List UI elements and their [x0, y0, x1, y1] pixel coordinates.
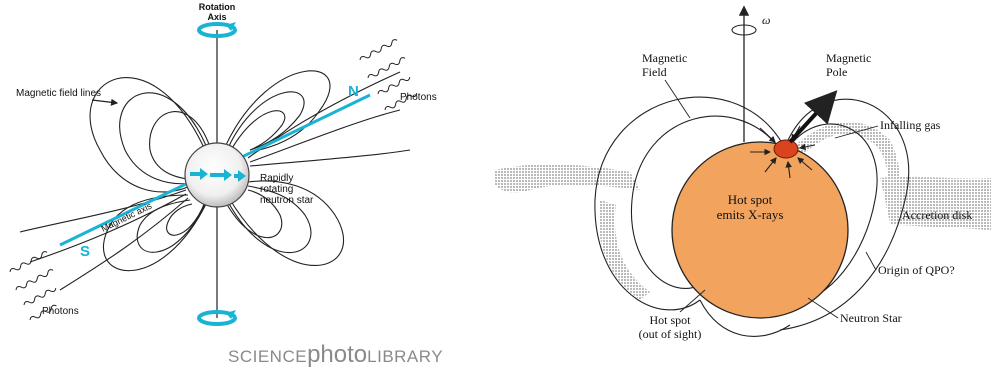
hidden-hot-spot-label-2: (out of sight) [639, 327, 702, 341]
star-label-2: rotating [260, 184, 293, 195]
neutron-star [672, 142, 848, 318]
watermark-science: SCIENCE [228, 347, 307, 366]
neutron-star-label: Neutron Star [840, 311, 902, 325]
north-pole-label: N [348, 83, 359, 100]
watermark-library: LIBRARY [367, 347, 443, 366]
south-pole-label: S [80, 243, 90, 260]
hot-spot-label-2: emits X-rays [717, 207, 784, 222]
hidden-hot-spot-pointer [680, 290, 705, 312]
infalling-gas-label: Infalling gas [880, 118, 941, 132]
omega-label: ω [762, 13, 770, 27]
magnetic-field-label-2: Field [642, 65, 667, 79]
accretion-diagram: ω Magnetic Field Magnetic Pole Infalling… [495, 8, 991, 341]
accretion-disk-left [495, 164, 640, 192]
hot-spot-label-1: Hot spot [728, 192, 773, 207]
hot-spot [774, 140, 798, 158]
field-lines-pointer [92, 100, 117, 103]
accretion-disk-left-tail [599, 200, 650, 300]
magnetic-pole-label-1: Magnetic [826, 51, 871, 65]
magnetic-field-pointer [665, 80, 690, 118]
photons-label-top: Photons [400, 92, 437, 103]
pulsar-diagram: Rotation Axis Magnetic field lines N S M… [9, 2, 443, 368]
origin-qpo-label: Origin of QPO? [878, 263, 955, 277]
rotation-axis-label-2: Axis [207, 12, 226, 22]
star-label-3: neutron star [260, 195, 314, 206]
field-lines-label: Magnetic field lines [16, 88, 101, 99]
watermark: SCIENCEphotoLIBRARY [228, 341, 443, 368]
hidden-hot-spot-label-1: Hot spot [649, 313, 691, 327]
watermark-photo: photo [307, 341, 367, 368]
photons-label-bottom: Photons [42, 306, 79, 317]
rotation-axis-label-1: Rotation [199, 2, 236, 12]
star-label-1: Rapidly [260, 173, 293, 184]
origin-qpo-pointer [866, 252, 876, 270]
accretion-disk-label: Accretion disk [902, 208, 972, 222]
magnetic-field-label-1: Magnetic [642, 51, 687, 65]
neutron-star-pointer [808, 298, 838, 318]
magnetic-pole-label-2: Pole [826, 65, 847, 79]
